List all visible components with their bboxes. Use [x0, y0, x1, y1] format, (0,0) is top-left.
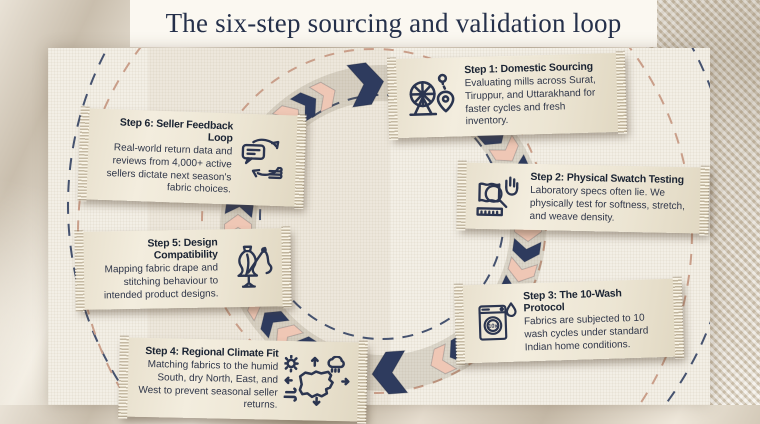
feedback-loop-icon — [237, 134, 289, 186]
step-title: Step 4: Regional Climate Fit — [145, 344, 279, 360]
label-fringe-right — [699, 165, 710, 237]
step-body: Evaluating mills across Surat, Tiruppur,… — [464, 74, 596, 128]
step-title: Step 6: Seller Feedback Loop — [119, 116, 234, 145]
title-panel: The six-step sourcing and validation loo… — [130, 0, 657, 47]
label-fringe-right — [281, 226, 292, 309]
step-body: Fabrics are subjected to 10 wash cycles … — [523, 312, 649, 353]
step-title: Step 2: Physical Swatch Testing — [530, 170, 685, 187]
label-fringe-right — [357, 340, 368, 424]
page-title: The six-step sourcing and validation loo… — [165, 8, 622, 38]
label-fringe-left — [453, 283, 466, 366]
spinning-wheel-location-icon — [404, 70, 459, 125]
label-fringe-left — [456, 160, 467, 231]
label-fringe-left — [74, 229, 85, 313]
step-body: Laboratory specs often lie. We physicall… — [529, 184, 686, 224]
climate-map-icon — [283, 355, 350, 407]
step-title: Step 5: Design Compatibility — [147, 236, 218, 262]
dress-form-icon — [224, 243, 275, 294]
washing-machine-icon: 10x — [471, 300, 518, 347]
step-body: Mapping fabric drape and stitching behav… — [103, 262, 219, 301]
label-fringe-left — [386, 57, 399, 141]
swatch-magnifier-icon — [474, 171, 525, 222]
label-fringe-left — [77, 106, 90, 202]
svg-text:10x: 10x — [488, 324, 499, 330]
step-body: Real-world return data and reviews from … — [106, 142, 233, 196]
step-title: Step 3: The 10-Wash Protocol — [523, 287, 622, 315]
label-fringe-left — [118, 335, 129, 419]
